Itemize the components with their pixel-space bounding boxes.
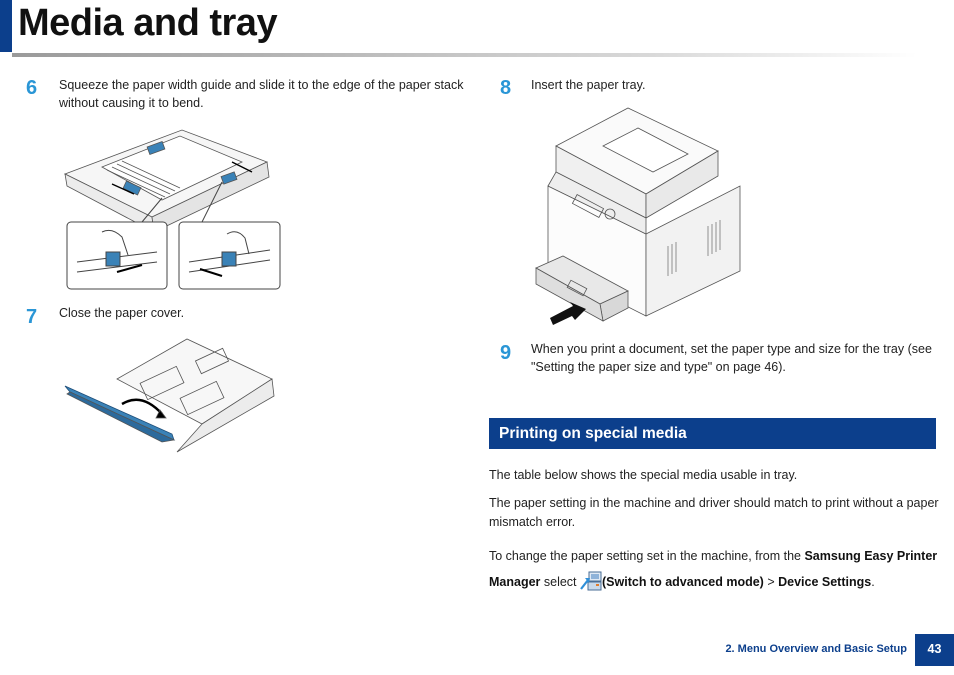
switch-advanced-mode-label: (Switch to advanced mode) — [602, 575, 764, 589]
easy-printer-manager-link: Samsung Easy Printer Manager — [489, 549, 938, 589]
step-text-9: When you print a document, set the paper… — [531, 342, 932, 374]
device-settings-label: Device Settings — [778, 575, 872, 589]
step-text-7: Close the paper cover. — [59, 306, 185, 320]
step-text-6: Squeeze the paper width guide and slide … — [59, 78, 464, 110]
step-number-9: 9 — [500, 342, 512, 364]
footer-chapter: 2. Menu Overview and Basic Setup — [725, 643, 907, 655]
step-text-8: Insert the paper tray. — [531, 78, 646, 92]
paragraph-special-media: The table below shows the special media … — [489, 468, 798, 482]
path-separator: > — [763, 575, 779, 589]
step-number-6: 6 — [26, 77, 38, 99]
change-setting-select: select — [540, 575, 581, 589]
step-number-8: 8 — [500, 77, 512, 99]
period: . — [871, 575, 875, 589]
page-number: 43 — [915, 634, 954, 666]
page-title: Media and tray — [18, 2, 278, 44]
insert-paper-tray-illustration — [528, 106, 744, 328]
change-setting-prefix: To change the paper setting set in the m… — [489, 549, 805, 563]
paragraph-change-setting: To change the paper setting set in the m… — [489, 543, 939, 595]
close-paper-cover-illustration — [62, 334, 277, 454]
paper-width-guide-illustration — [62, 122, 284, 292]
paragraph-paper-setting: The paper setting in the machine and dri… — [489, 496, 939, 529]
title-divider — [12, 53, 917, 57]
section-heading: Printing on special media — [489, 418, 936, 449]
title-accent-bar — [0, 0, 12, 52]
step-number-7: 7 — [26, 306, 38, 328]
switch-advanced-mode-icon — [580, 571, 602, 591]
